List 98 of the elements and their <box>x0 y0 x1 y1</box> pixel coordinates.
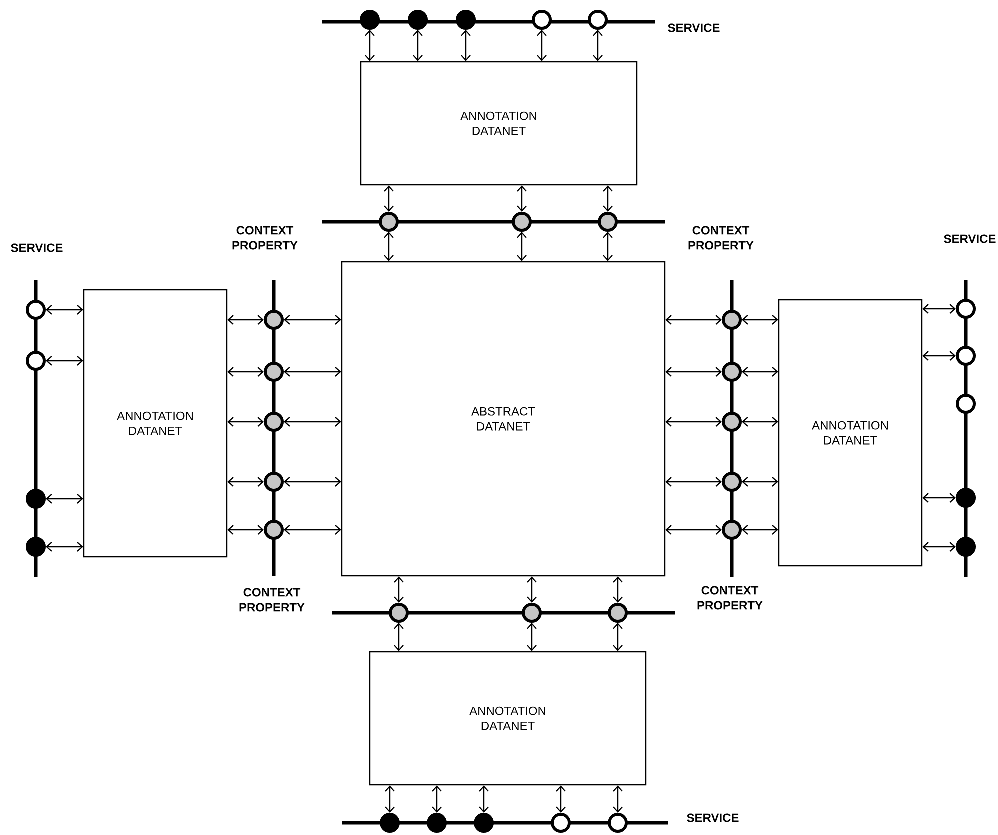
double-arrow <box>284 477 342 487</box>
double-arrow <box>517 186 527 212</box>
double-arrow <box>742 417 778 427</box>
port-circle <box>456 10 476 30</box>
double-arrow <box>413 30 423 62</box>
datanet-box: ANNOTATION DATANET <box>360 61 638 186</box>
double-arrow <box>666 525 722 535</box>
double-arrow <box>461 30 471 62</box>
double-arrow <box>284 367 342 377</box>
double-arrow <box>527 623 537 652</box>
port-circle <box>608 813 628 833</box>
bus-label: CONTEXT PROPERTY <box>688 226 754 250</box>
double-arrow <box>666 367 722 377</box>
port-circle <box>379 212 399 232</box>
double-arrow <box>284 525 342 535</box>
double-arrow <box>666 315 722 325</box>
bus-label: SERVICE <box>944 234 996 244</box>
port-circle <box>956 488 976 508</box>
double-arrow <box>384 186 394 212</box>
double-arrow <box>922 493 956 503</box>
port-circle <box>722 520 742 540</box>
double-arrow <box>537 30 547 62</box>
bus-label: SERVICE <box>687 814 739 822</box>
double-arrow <box>46 542 84 552</box>
port-circle <box>474 813 494 833</box>
port-circle <box>408 10 428 30</box>
double-arrow <box>432 786 442 814</box>
double-arrow <box>742 315 778 325</box>
port-circle <box>956 394 976 414</box>
double-arrow <box>613 786 623 814</box>
bus-label: SERVICE <box>668 24 720 32</box>
port-circle <box>26 537 46 557</box>
port-circle <box>722 472 742 492</box>
double-arrow <box>284 417 342 427</box>
double-arrow <box>593 30 603 62</box>
port-circle <box>427 813 447 833</box>
datanet-box: ANNOTATION DATANET <box>83 289 228 558</box>
port-circle <box>26 300 46 320</box>
port-circle <box>264 362 284 382</box>
double-arrow <box>666 477 722 487</box>
port-circle <box>264 520 284 540</box>
double-arrow <box>527 576 537 604</box>
double-arrow <box>228 417 264 427</box>
port-circle <box>532 10 552 30</box>
port-circle <box>588 10 608 30</box>
double-arrow <box>666 417 722 427</box>
port-circle <box>26 351 46 371</box>
port-circle <box>956 346 976 366</box>
double-arrow <box>603 186 613 212</box>
port-circle <box>512 212 532 232</box>
port-circle <box>551 813 571 833</box>
port-circle <box>26 489 46 509</box>
double-arrow <box>228 367 264 377</box>
double-arrow <box>922 304 956 314</box>
port-circle <box>360 10 380 30</box>
double-arrow <box>228 525 264 535</box>
port-circle <box>956 537 976 557</box>
bus-label: CONTEXT PROPERTY <box>698 586 763 610</box>
double-arrow <box>517 232 527 262</box>
double-arrow <box>46 494 84 504</box>
double-arrow <box>385 786 395 814</box>
double-arrow <box>284 315 342 325</box>
port-circle <box>956 299 976 319</box>
port-circle <box>608 603 628 623</box>
port-circle <box>722 412 742 432</box>
double-arrow <box>556 786 566 814</box>
bus-label: CONTEXT PROPERTY <box>232 226 298 250</box>
double-arrow <box>603 232 613 262</box>
double-arrow <box>228 315 264 325</box>
datanet-box: ANNOTATION DATANET <box>369 651 647 786</box>
double-arrow <box>922 542 956 552</box>
port-circle <box>722 310 742 330</box>
datanet-box: ANNOTATION DATANET <box>778 299 923 567</box>
double-arrow <box>479 786 489 814</box>
double-arrow <box>742 367 778 377</box>
double-arrow <box>365 30 375 62</box>
double-arrow <box>394 623 404 652</box>
datanet-box: ABSTRACT DATANET <box>341 261 666 577</box>
double-arrow <box>922 351 956 361</box>
double-arrow <box>384 232 394 262</box>
double-arrow <box>613 623 623 652</box>
double-arrow <box>394 576 404 604</box>
bus-label: CONTEXT PROPERTY <box>240 588 305 612</box>
port-circle <box>722 362 742 382</box>
double-arrow <box>742 477 778 487</box>
port-circle <box>264 412 284 432</box>
port-circle <box>389 603 409 623</box>
port-circle <box>264 472 284 492</box>
double-arrow <box>742 525 778 535</box>
double-arrow <box>46 305 84 315</box>
port-circle <box>264 310 284 330</box>
double-arrow <box>613 576 623 604</box>
port-circle <box>598 212 618 232</box>
port-circle <box>380 813 400 833</box>
double-arrow <box>46 356 84 366</box>
port-circle <box>522 603 542 623</box>
double-arrow <box>228 477 264 487</box>
bus-label: SERVICE <box>11 244 63 252</box>
